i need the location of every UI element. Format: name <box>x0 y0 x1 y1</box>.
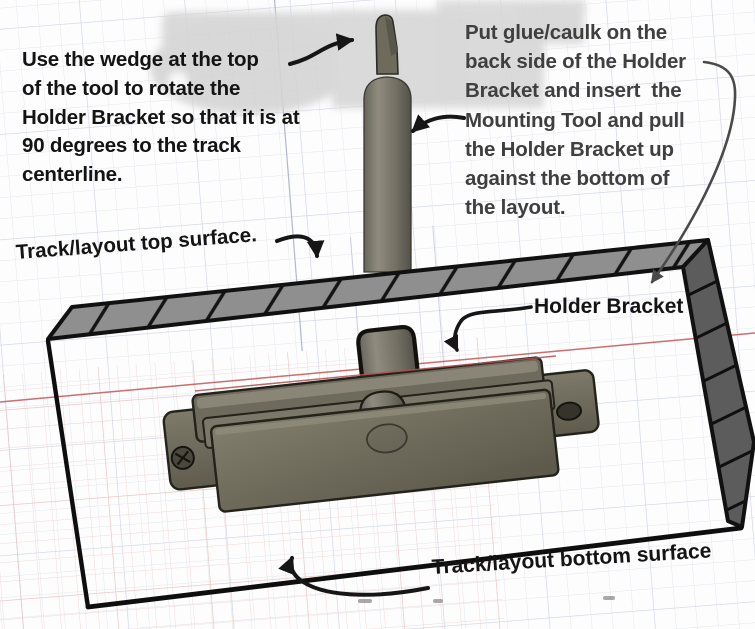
axis-red-on-bracket-edge <box>194 355 557 392</box>
instruction-line: centerline. <box>22 163 123 187</box>
bracket-screw-hole-right <box>556 401 582 421</box>
track-layout-board <box>45 238 755 610</box>
holder-bracket-label: Holder Bracket <box>534 295 684 318</box>
arrow-to-holder-bracket <box>443 305 533 352</box>
mounting-tool <box>363 14 412 273</box>
annotation-arrows <box>275 33 533 597</box>
instruction-line: Holder Bracket so that it is at <box>22 105 300 129</box>
instruction-line: Put glue/caulk on the <box>465 21 667 44</box>
mounting-tool-shaft <box>363 76 412 273</box>
instruction-line: Use the wedge at the top <box>22 48 259 71</box>
bracket-back-plate-top-face <box>196 360 539 409</box>
instruction-top-left: Use the wedge at the top of the tool to … <box>22 46 300 190</box>
mounting-tool-wedge-bevel <box>385 17 398 56</box>
instruction-line: the layout. <box>465 196 566 220</box>
arrow-to-track-top-surface <box>275 234 325 259</box>
instruction-line: of the tool to rotate the <box>22 76 241 100</box>
holder-bracket <box>162 324 600 513</box>
arrow-to-mounting-tool <box>411 114 466 133</box>
track-left-edge-line <box>45 338 91 610</box>
track-bottom-edge-line <box>85 525 744 610</box>
instruction-line: 90 degrees to the track <box>22 134 241 158</box>
bracket-screw-left <box>170 445 195 470</box>
instruction-line: Mounting Tool and pull <box>465 108 685 132</box>
instruction-line: Bracket and insert the <box>465 79 682 103</box>
instruction-line: the Holder Bracket up <box>465 137 674 161</box>
leader-holder-bracket-install <box>650 60 737 284</box>
arrow-to-wedge <box>288 33 355 66</box>
arrow-to-track-bottom-surface <box>278 555 430 597</box>
bracket-front-plate-highlight <box>215 392 547 435</box>
instruction-line: against the bottom of <box>465 167 670 191</box>
bracket-boss-collar <box>356 324 421 384</box>
instruction-top-right: Put glue/caulk on the back side of the H… <box>465 18 686 222</box>
cropped-text-remnant <box>358 596 615 603</box>
bracket-front-circle <box>366 423 408 454</box>
instruction-line: back side of the Holder <box>465 50 686 74</box>
